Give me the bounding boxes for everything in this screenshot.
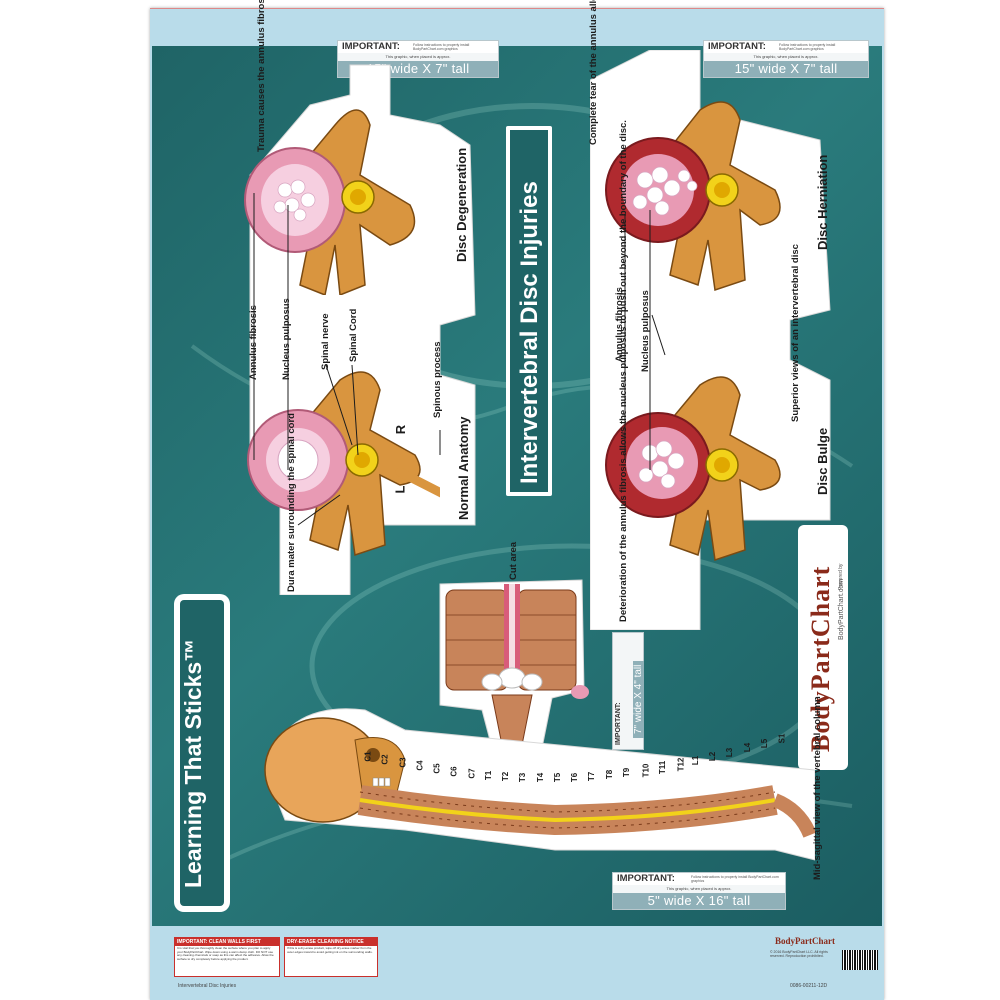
- vertebra-label: L5: [759, 738, 769, 748]
- normal-anatomy-label: Normal Anatomy: [456, 416, 471, 520]
- slogan-sticker: [174, 594, 230, 912]
- vertebra-label: T11: [658, 760, 668, 775]
- vertebra-label: T2: [501, 771, 511, 782]
- degeneration-vertebra-illustration: [244, 109, 416, 295]
- spinal-cord-label: Spinal Cord: [348, 308, 359, 362]
- vertebra-label: L2: [708, 751, 718, 762]
- left-side-marker: L: [392, 485, 408, 494]
- footer-product-code: 0086-00211-12D: [790, 983, 828, 989]
- vertebra-label: C4: [415, 760, 425, 771]
- footer-brand-logo: BodyPartChart: [775, 936, 835, 946]
- disc-herniation-label: Disc Herniation: [815, 154, 830, 250]
- right-side-marker: R: [393, 424, 409, 435]
- vertebra-label: C1: [363, 751, 373, 762]
- trauma-note: Trauma causes the annulus fibrosis to br…: [256, 0, 267, 152]
- vertebra-label: C3: [398, 757, 408, 768]
- brand-block: [798, 525, 848, 770]
- vertebra-label: S1: [777, 733, 787, 744]
- sheet-trim-line: [150, 8, 884, 9]
- clean-walls-heading: IMPORTANT: CLEAN WALLS FIRST: [175, 938, 279, 946]
- superior-views-label: Superior views of an intervertebral disc: [790, 244, 801, 422]
- vertebra-label: C5: [432, 763, 442, 774]
- vertebra-label: T8: [604, 770, 614, 780]
- footer-copyright: © 2016 BodyPartChart LLC. All rights res…: [770, 950, 828, 959]
- vertebra-label: L1: [690, 755, 700, 766]
- spinous-process-label: Spinous process: [432, 341, 443, 418]
- vertebral-column-illustration: [264, 708, 817, 861]
- right-disc-sticker: [590, 50, 840, 630]
- important-fine-print: Follow instructions to properly install …: [413, 43, 470, 51]
- right-leader-lines: [624, 210, 666, 470]
- important-subtext: This graphic, when placed is approx.: [753, 54, 819, 59]
- important-notice-1: IMPORTANT: Follow instructions to proper…: [337, 40, 499, 78]
- vertebra-label: T9: [621, 768, 631, 778]
- vertebra-label: T12: [675, 757, 685, 772]
- left-leader-lines: [253, 193, 441, 526]
- vertebra-label: T4: [535, 773, 545, 783]
- vertebra-label: L4: [742, 743, 752, 753]
- dry-erase-body: If this is a dry-erase product, wipe off…: [287, 946, 373, 954]
- bulge-vertebra-illustration: [605, 376, 781, 561]
- lumbar-section-illustration: [439, 579, 589, 749]
- spine-sticker: C1 C2 C3 C4 C5 C6 C7 T1 T2 T3 T4 T5 T6 T7 T8 T9 T10 T11 T1…: [255, 700, 817, 875]
- vertebra-label: T1: [483, 770, 493, 780]
- vertebra-label: T7: [587, 771, 597, 782]
- annulus-fibrosis-label-left: Annulus fibrosis: [248, 305, 259, 380]
- important-fine-print: Follow instructions to properly install …: [779, 43, 836, 51]
- left-disc-sticker: [240, 55, 480, 595]
- important-size: 5" wide X 16" tall: [613, 893, 785, 909]
- important-heading: IMPORTANT:: [613, 873, 785, 885]
- disc-degeneration-label: Disc Degeneration: [454, 147, 469, 262]
- important-size: 15" wide X 7" tall: [704, 61, 868, 77]
- important-subtext: This graphic, when placed is approx.: [666, 886, 732, 891]
- important-subtext: This graphic, when placed is approx.: [385, 54, 451, 59]
- vertebra-label: L3: [725, 747, 735, 757]
- barcode: [842, 950, 878, 970]
- clean-walls-notice: IMPORTANT: CLEAN WALLS FIRST It is vital…: [174, 937, 280, 977]
- vertebra-label: T3: [518, 772, 528, 783]
- important-fine-print: Follow instructions to properly install …: [691, 875, 779, 883]
- vertebra-label: C2: [380, 754, 390, 765]
- complete-tear-note: Complete tear of the annulus allows the …: [588, 0, 599, 145]
- cut-area-sticker: [432, 560, 590, 750]
- important-heading: IMPORTANT:: [704, 41, 868, 53]
- poster-title: Intervertebral Disc Injuries: [516, 181, 543, 484]
- slogan-text: Learning That Sticks™: [180, 638, 206, 888]
- vertebra-label: C7: [467, 768, 477, 779]
- cut-area-label: Cut area: [508, 541, 519, 580]
- mid-sagittal-label: Mid-sagittal view of the vertebral colum…: [812, 696, 823, 880]
- important-notice-2: IMPORTANT: Follow instructions to proper…: [703, 40, 869, 78]
- vertebra-label: T10: [641, 763, 651, 778]
- deterioration-note: Deterioration of the annulus fibrosis al…: [618, 120, 629, 622]
- clean-walls-body: It is vital that you thoroughly clean th…: [177, 946, 274, 961]
- nucleus-pulposus-label-left: Nucleus pulposus: [281, 298, 292, 380]
- dry-erase-heading: DRY-ERASE CLEANING NOTICE: [285, 938, 377, 946]
- important-notice-3: IMPORTANT: 7" wide X 4" tall: [612, 632, 644, 750]
- important-heading: IMPORTANT:: [338, 41, 498, 53]
- vertebra-label: C6: [449, 765, 459, 777]
- vertebra-label: T6: [570, 772, 580, 783]
- important-notice-4: IMPORTANT: Follow instructions to proper…: [612, 872, 786, 910]
- herniation-vertebra-illustration: [605, 101, 781, 291]
- dry-erase-notice: DRY-ERASE CLEANING NOTICE If this is a d…: [284, 937, 378, 977]
- vertebra-label: T5: [552, 773, 562, 783]
- spinal-nerve-label: Spinal nerve: [320, 313, 331, 371]
- footer-product-name: Intervertebral Disc Injuries: [178, 983, 237, 989]
- dura-mater-label: Dura mater surrounding the spinal cord: [286, 413, 297, 592]
- disc-bulge-label: Disc Bulge: [815, 427, 830, 495]
- title-banner: [506, 126, 552, 496]
- nucleus-pulposus-label-right: Nucleus pulposus: [640, 290, 651, 372]
- powered-by: Powered by: [838, 563, 844, 590]
